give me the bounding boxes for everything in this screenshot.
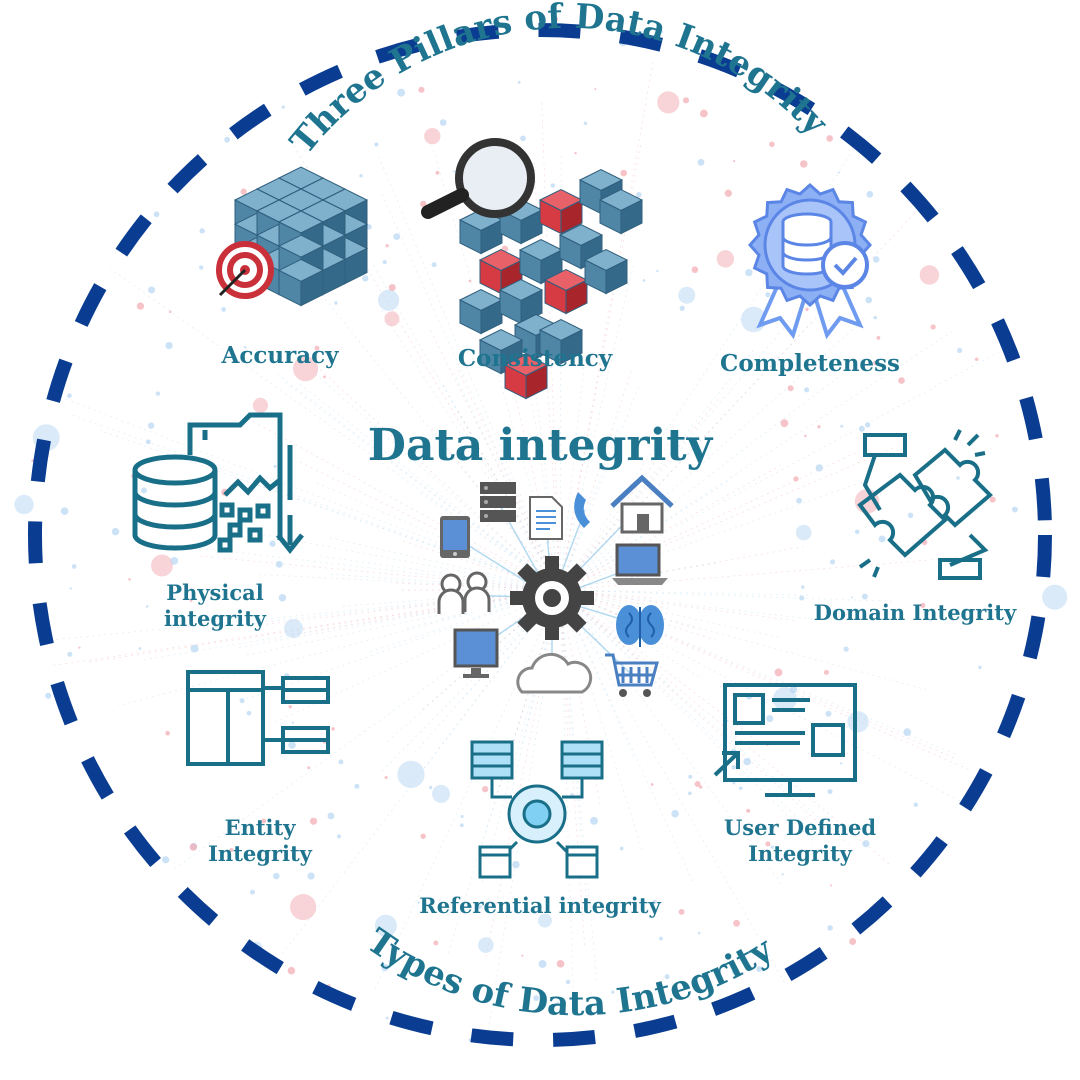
dashed-ring — [28, 23, 1052, 1047]
center-title: Data integrity — [367, 420, 713, 471]
type-label-entity-line1: Entity — [224, 815, 296, 840]
type-label-domain: Domain Integrity — [813, 600, 1017, 625]
tablet-icon — [440, 516, 470, 558]
type-label-referential: Referential integrity — [419, 893, 661, 918]
referential-gear-tables-icon — [470, 740, 604, 879]
type-label-user-defined-line2: Integrity — [748, 841, 852, 867]
physical-database-folder-icon — [132, 412, 304, 555]
consistency-cubes-magnifier-icon — [421, 138, 644, 400]
cloud-icon — [516, 652, 593, 694]
server-icon — [480, 482, 516, 522]
completeness-badge-icon — [747, 182, 873, 340]
phone-icon — [574, 492, 590, 528]
type-label-physical-line2: integrity — [164, 606, 266, 632]
type-label-user-defined-line1: User Defined — [723, 815, 877, 840]
shopping-cart-icon — [605, 653, 659, 697]
accuracy-cube-target-icon — [216, 166, 369, 307]
laptop-icon — [612, 543, 668, 585]
type-label-entity-line2: Integrity — [208, 841, 312, 867]
users-icon — [437, 571, 491, 614]
user-defined-monitor-icon — [713, 683, 857, 797]
center-hub — [437, 474, 674, 697]
brain-icon — [616, 605, 664, 647]
type-label-physical-line1: Physical — [166, 580, 264, 605]
pillar-label-consistency: Consistency — [457, 345, 613, 372]
top-arc-title: Three Pillars of Data Integrity — [283, 0, 836, 162]
type-label-entity: Entity Integrity — [195, 815, 325, 868]
entity-table-icon — [186, 670, 330, 766]
domain-puzzle-hands-icon — [857, 429, 993, 580]
type-label-user-defined: User Defined Integrity — [710, 815, 890, 868]
pillar-label-accuracy: Accuracy — [221, 342, 339, 369]
monitor-icon — [453, 628, 499, 678]
gear-icon — [510, 556, 594, 640]
house-icon — [610, 474, 674, 534]
document-icon — [529, 496, 563, 540]
type-label-physical: Physical integrity — [140, 580, 290, 633]
pillar-label-completeness: Completeness — [720, 350, 900, 377]
